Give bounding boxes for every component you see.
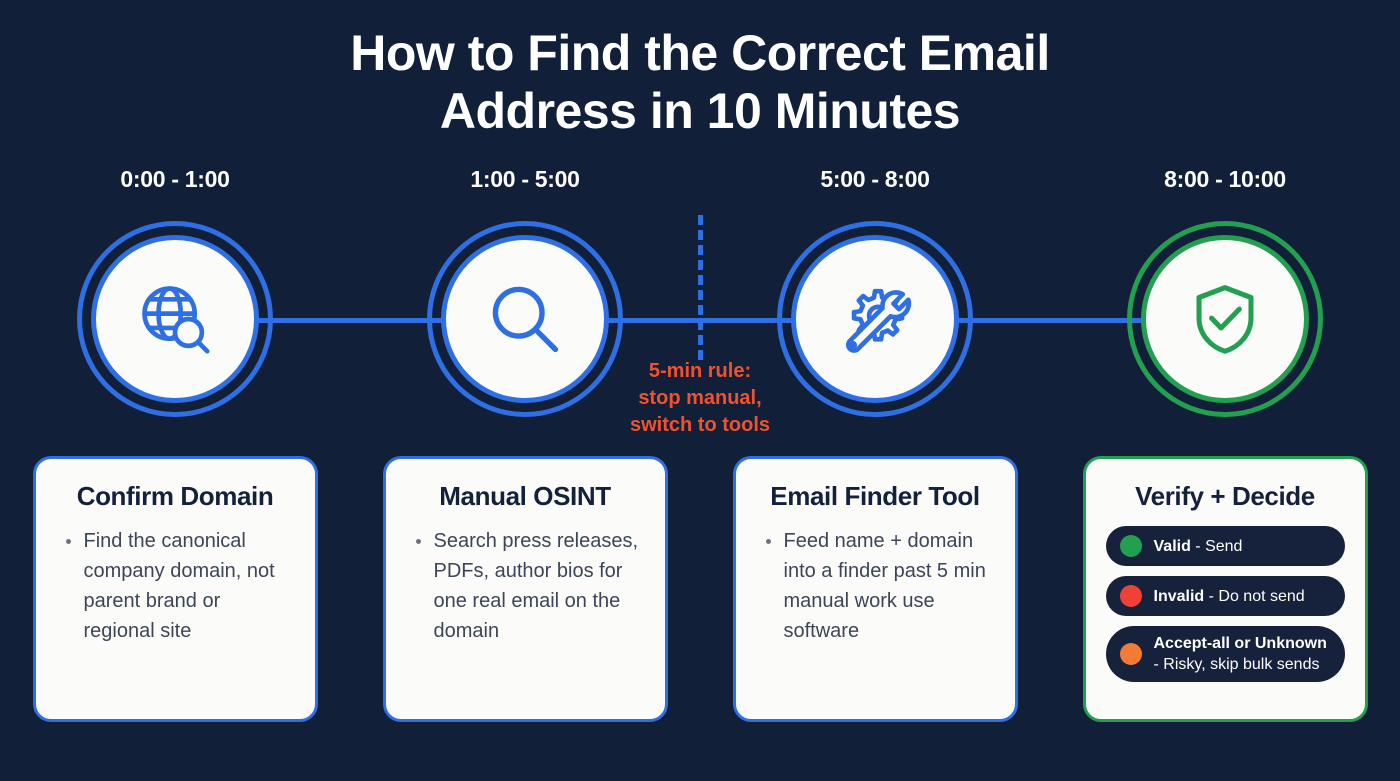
status-dot-accept-all xyxy=(1119,643,1142,665)
status-pill-accept-all-text: Accept-all or Unknown - Risky, skip bulk… xyxy=(1154,633,1327,675)
status-pill-valid-text: Valid - Send xyxy=(1154,536,1243,557)
magnifier-icon xyxy=(482,276,568,362)
card-title-1: Confirm Domain xyxy=(76,481,274,511)
status-pill-invalid-tail: - Do not send xyxy=(1204,587,1305,605)
status-pill-accept-all-tail: - Risky, skip bulk sends xyxy=(1153,656,1320,673)
wrench-gear-icon xyxy=(832,276,918,362)
status-pill-accept-all-lead: Accept-all or Unknown xyxy=(1153,635,1327,652)
stage-circle-inner-1 xyxy=(91,235,259,403)
rule-note-line-3: switch to tools xyxy=(630,414,770,436)
step-card-verify-decide: Verify + Decide Valid - Send Invalid - D… xyxy=(1082,456,1368,722)
five-minute-rule-note: 5-min rule: stop manual, switch to tools xyxy=(585,358,815,439)
step-cards: Confirm Domain Find the canonical compan… xyxy=(0,456,1400,722)
stage-circle-cell-4 xyxy=(1050,221,1400,417)
card-bullets-2: Search press releases, PDFs, author bios… xyxy=(406,526,645,646)
stage-circle-4 xyxy=(1127,221,1323,417)
step-card-email-finder-tool: Email Finder Tool Feed name + domain int… xyxy=(732,456,1018,722)
card-bullets-3: Feed name + domain into a finder past 5 … xyxy=(756,526,995,646)
card-title-2: Manual OSINT xyxy=(439,481,611,511)
globe-search-icon xyxy=(132,276,218,362)
status-pill-valid-tail: - Send xyxy=(1190,537,1243,555)
rule-note-line-1: 5-min rule: xyxy=(648,360,752,382)
timeline-label-cell-3: 5:00 - 8:00 xyxy=(700,166,1050,193)
stage-circle-3 xyxy=(777,221,973,417)
timeline-icons xyxy=(0,221,1400,417)
stage-time-1: 0:00 - 1:00 xyxy=(120,166,230,192)
step-card-cell-3: Email Finder Tool Feed name + domain int… xyxy=(700,456,1050,722)
step-card-confirm-domain: Confirm Domain Find the canonical compan… xyxy=(32,456,318,722)
step-card-cell-1: Confirm Domain Find the canonical compan… xyxy=(0,456,350,722)
card-bullets-1: Find the canonical company domain, not p… xyxy=(56,526,295,646)
status-dot-invalid xyxy=(1119,585,1142,607)
stage-circle-inner-4 xyxy=(1141,235,1309,403)
card-title-4: Verify + Decide xyxy=(1135,481,1315,511)
stage-circle-1 xyxy=(77,221,273,417)
status-pill-valid-lead: Valid xyxy=(1153,537,1191,555)
step-card-cell-2: Manual OSINT Search press releases, PDFs… xyxy=(350,456,700,722)
stage-circle-cell-1 xyxy=(0,221,350,417)
five-minute-divider xyxy=(698,215,703,360)
step-card-manual-osint: Manual OSINT Search press releases, PDFs… xyxy=(382,456,668,722)
status-pill-invalid-text: Invalid - Do not send xyxy=(1154,586,1305,607)
stage-circle-cell-3 xyxy=(700,221,1050,417)
stage-time-3: 5:00 - 8:00 xyxy=(820,166,930,192)
timeline-label-cell-2: 1:00 - 5:00 xyxy=(350,166,700,193)
card-bullet-1-1: Find the canonical company domain, not p… xyxy=(60,526,295,646)
page-title-line-1: How to Find the Correct Email xyxy=(350,25,1050,81)
stage-circle-cell-2 xyxy=(350,221,700,417)
timeline-label-cell-4: 8:00 - 10:00 xyxy=(1050,166,1400,193)
stage-time-4: 8:00 - 10:00 xyxy=(1164,166,1286,192)
page-title: How to Find the Correct Email Address in… xyxy=(0,24,1400,140)
stage-circle-inner-2 xyxy=(441,235,609,403)
timeline-labels: 0:00 - 1:00 1:00 - 5:00 5:00 - 8:00 8:00… xyxy=(0,166,1400,193)
stage-circle-2 xyxy=(427,221,623,417)
status-pill-list: Valid - Send Invalid - Do not send Accep… xyxy=(1105,526,1345,682)
page-title-line-2: Address in 10 Minutes xyxy=(439,83,961,139)
stage-time-2: 1:00 - 5:00 xyxy=(470,166,580,192)
status-pill-invalid[interactable]: Invalid - Do not send xyxy=(1105,576,1345,616)
timeline-label-cell-1: 0:00 - 1:00 xyxy=(0,166,350,193)
step-card-cell-4: Verify + Decide Valid - Send Invalid - D… xyxy=(1050,456,1400,722)
rule-note-line-2: stop manual, xyxy=(638,387,762,409)
stage-circle-inner-3 xyxy=(791,235,959,403)
shield-check-icon xyxy=(1182,276,1268,362)
card-title-3: Email Finder Tool xyxy=(770,481,980,511)
card-bullet-2-1: Search press releases, PDFs, author bios… xyxy=(410,526,645,646)
card-bullet-3-1: Feed name + domain into a finder past 5 … xyxy=(760,526,995,646)
status-dot-valid xyxy=(1119,535,1142,557)
status-pill-invalid-lead: Invalid xyxy=(1153,587,1205,605)
status-pill-valid[interactable]: Valid - Send xyxy=(1105,526,1345,566)
status-pill-accept-all[interactable]: Accept-all or Unknown - Risky, skip bulk… xyxy=(1105,626,1345,682)
